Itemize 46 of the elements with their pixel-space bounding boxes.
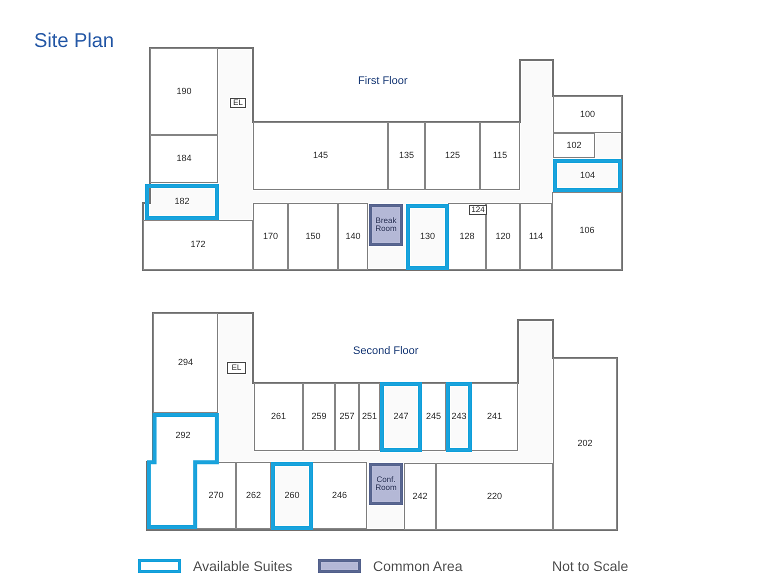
room: 259 [303, 383, 335, 451]
floor-title: Second Floor [353, 345, 418, 357]
available-suite: 247 [380, 382, 422, 452]
common-area: Break Room [369, 204, 403, 246]
room: 245 [421, 383, 446, 451]
room: 115 [480, 122, 520, 190]
map-tag: 124 [469, 205, 487, 215]
legend-label: Common Area [373, 558, 462, 574]
available-suite: 104 [553, 159, 622, 192]
room: 100 [553, 96, 622, 133]
floor-plan [140, 45, 625, 273]
room: 257 [335, 383, 359, 451]
room: 242 [404, 463, 436, 530]
room: 140 [338, 203, 368, 270]
room: 202 [553, 358, 617, 530]
map-tag: EL [227, 362, 246, 374]
room: 246 [312, 462, 367, 529]
common-area: Conf. Room [369, 463, 403, 505]
available-suite: 243 [446, 382, 472, 452]
legend-label: Available Suites [193, 558, 292, 574]
room: 120 [486, 203, 520, 270]
room: 102 [553, 133, 595, 158]
room: 170 [253, 203, 288, 270]
room: 184 [150, 135, 218, 183]
room: 145 [253, 122, 388, 190]
room: 114 [520, 203, 552, 270]
room: 172 [143, 220, 253, 270]
room: 106 [552, 192, 622, 270]
available-suite: 130 [406, 204, 449, 270]
room: 294 [153, 313, 218, 413]
room: 220 [436, 463, 553, 530]
floor-title: First Floor [358, 75, 408, 87]
room: 125 [425, 122, 480, 190]
available-suite: 260 [271, 462, 313, 530]
available-suite: 182 [145, 184, 219, 220]
room: 262 [236, 462, 271, 529]
room: 128 124 [448, 203, 486, 270]
room: 150 [288, 203, 338, 270]
room: 261 [254, 383, 303, 451]
note: Not to Scale [552, 558, 628, 574]
room: 241 [471, 383, 518, 451]
room: 251 [359, 383, 380, 451]
room: 190 [150, 48, 218, 135]
room: 135 [388, 122, 425, 190]
map-tag: EL [230, 98, 246, 108]
page-title: Site Plan [34, 30, 114, 53]
